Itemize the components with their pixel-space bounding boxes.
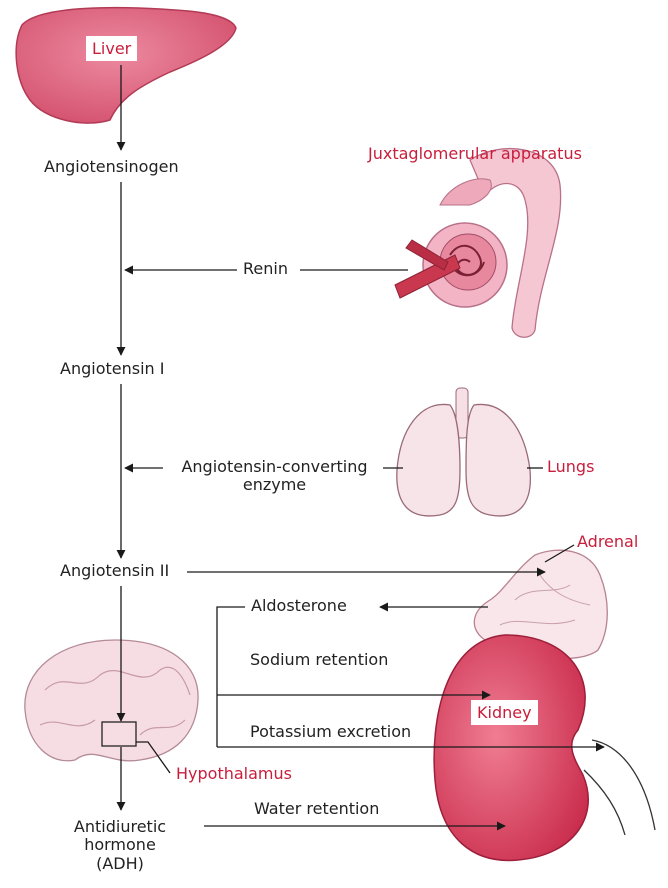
angiotensin1-label: Angiotensin I [60,360,164,378]
ace-label-line1: Angiotensin-converting [168,458,381,476]
aldosterone-bracket [217,607,245,747]
ureter-line [592,740,655,830]
ace-label-line2: enzyme [168,476,381,494]
hypothalamus-label: Hypothalamus [176,765,292,783]
angiotensinogen-label: Angiotensinogen [44,158,179,176]
renin-label: Renin [243,260,288,278]
kidney-label: Kidney [471,700,538,725]
adrenal-label: Adrenal [577,533,638,551]
juxtaglomerular-label: Juxtaglomerular apparatus [368,145,582,163]
brain-illustration [25,640,198,761]
liver-label: Liver [86,36,137,61]
aldosterone-label: Aldosterone [251,597,347,615]
sodium-retention-label: Sodium retention [250,651,388,669]
potassium-excretion-label: Potassium excretion [250,723,411,741]
adh-label-line2: hormone [50,836,190,854]
adh-label: Antidiuretic hormone (ADH) [50,818,190,873]
angiotensin2-label: Angiotensin II [60,562,169,580]
adh-label-line1: Antidiuretic [50,818,190,836]
lungs-illustration [397,388,531,516]
ace-label: Angiotensin-converting enzyme [168,458,381,495]
water-retention-label: Water retention [254,800,379,818]
adh-label-line3: (ADH) [50,855,190,873]
lungs-label: Lungs [547,458,594,476]
vessel-line [584,770,625,835]
juxtaglomerular-illustration [395,149,561,338]
liver-organ [16,8,236,123]
